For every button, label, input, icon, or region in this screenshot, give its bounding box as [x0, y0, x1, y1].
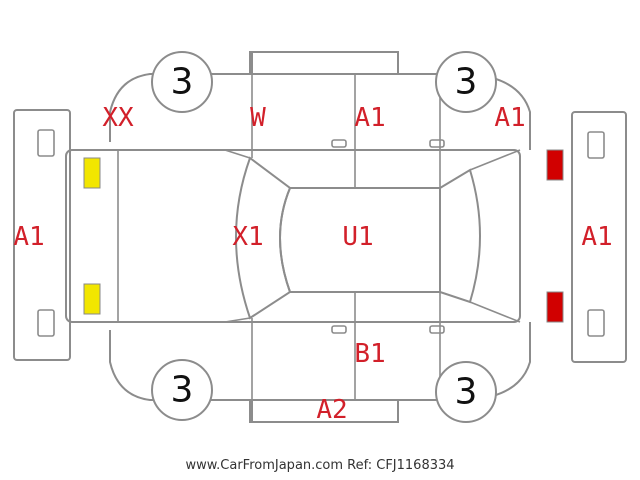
reference-footer: www.CarFromJapan.com Ref: CFJ1168334 [185, 458, 455, 473]
rear-lamp-bottom [546, 291, 564, 323]
code-bottom-panel: A2 [316, 395, 347, 425]
code-front-corner: XX [102, 103, 134, 133]
front-lamp-top [83, 157, 101, 189]
wheel-rear-top-grade: 3 [455, 62, 478, 103]
code-front-door-top: W [250, 103, 266, 133]
rear-bumper [571, 111, 627, 363]
code-rear-door-bottom: B1 [354, 339, 385, 369]
front-bumper [13, 109, 71, 361]
front-lamp-bottom [83, 283, 101, 315]
code-roof: U1 [342, 222, 373, 252]
code-rear-bumper: A1 [581, 222, 612, 252]
wheel-front-bottom: 3 [151, 359, 213, 421]
side-profile-top [109, 51, 531, 188]
rear-lamp-top [546, 149, 564, 181]
car-body-top-view [65, 149, 521, 323]
code-front-bumper: A1 [13, 222, 44, 252]
wheel-rear-bottom-grade: 3 [455, 372, 478, 413]
wheel-front-bottom-grade: 3 [171, 370, 194, 411]
code-rear-corner-top: A1 [494, 103, 525, 133]
code-rear-door-top: A1 [354, 103, 385, 133]
wheel-rear-bottom: 3 [435, 361, 497, 423]
wheel-front-top-grade: 3 [171, 62, 194, 103]
code-windshield: X1 [232, 222, 263, 252]
wheel-rear-top: 3 [435, 51, 497, 113]
wheel-front-top: 3 [151, 51, 213, 113]
